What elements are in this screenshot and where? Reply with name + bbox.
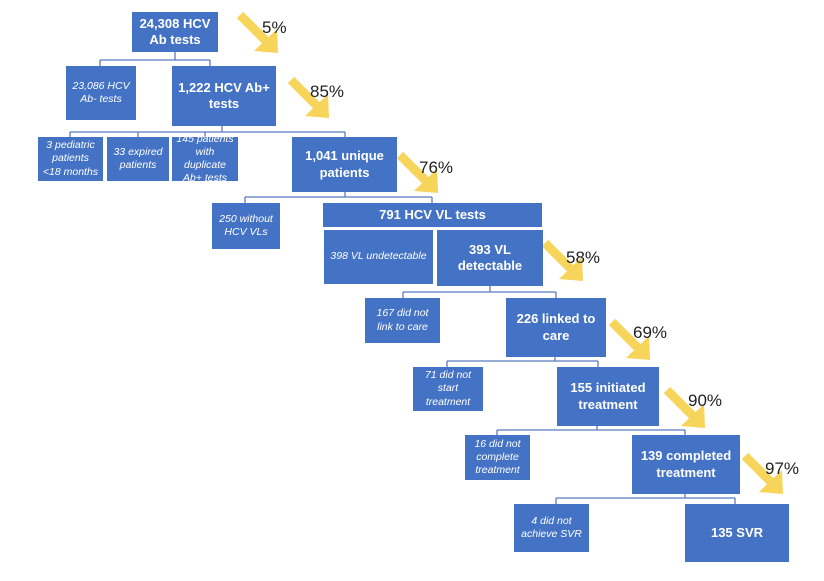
box-not-started: 71 did not start treatment (413, 367, 483, 411)
box-initiated: 155 initiated treatment (557, 367, 659, 426)
percent-label: 58% (566, 248, 601, 267)
percent-label: 5% (262, 18, 287, 37)
box-expired: 33 expired patients (107, 137, 169, 181)
box-not-completed: 16 did not complete treatment (465, 435, 530, 480)
box-ab-negative: 23,086 HCV Ab- tests (66, 66, 136, 120)
connector-completed (555, 494, 736, 504)
box-linked-to-care: 226 linked to care (506, 298, 606, 357)
box-unique-patients: 1,041 unique patients (292, 137, 397, 192)
connector-ab-tests (99, 52, 211, 66)
percent-label: 69% (633, 323, 668, 342)
percent-label: 97% (765, 459, 800, 478)
box-pediatric: 3 pediatric patients <18 months (38, 137, 103, 181)
box-completed: 139 completed treatment (632, 435, 740, 494)
percent-label: 76% (419, 158, 454, 177)
box-svr: 135 SVR (685, 504, 789, 562)
percent-label: 85% (310, 82, 345, 101)
connector-detectable (402, 286, 557, 298)
box-vl-tests: 791 HCV VL tests (323, 203, 542, 227)
connector-ab-pos (69, 126, 346, 137)
box-without-vl: 250 without HCV VLs (212, 203, 280, 249)
connector-initiated (496, 426, 686, 435)
box-not-linked: 167 did not link to care (365, 298, 440, 343)
box-ab-tests: 24,308 HCV Ab tests (132, 12, 218, 52)
box-duplicate: 145 patients with duplicate Ab+ tests (172, 133, 238, 184)
connector-linked (446, 357, 599, 367)
box-vl-undetectable: 398 VL undetectable (324, 230, 433, 284)
percent-label: 90% (688, 391, 723, 410)
box-vl-detectable: 393 VL detectable (437, 230, 543, 286)
box-no-svr: 4 did not achieve SVR (514, 504, 589, 552)
connector-unique (244, 192, 433, 203)
box-ab-positive: 1,222 HCV Ab+ tests (172, 66, 276, 126)
